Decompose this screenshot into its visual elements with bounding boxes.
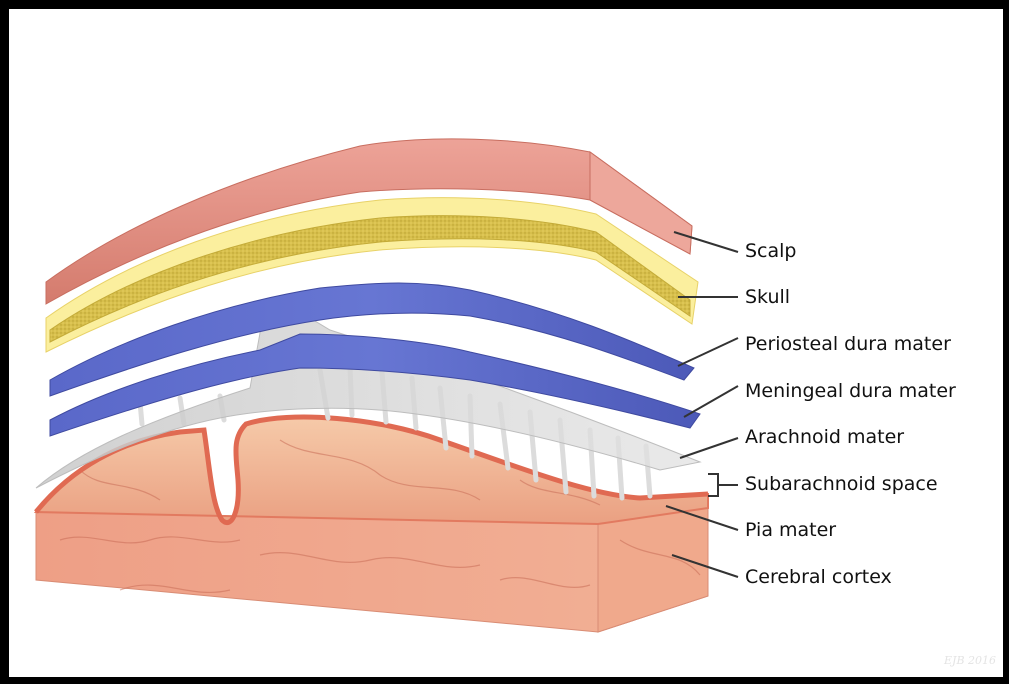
artist-signature: EJB 2016	[944, 654, 996, 667]
leader-periosteal	[678, 338, 738, 366]
label-arachnoid-mater: Arachnoid mater	[745, 428, 904, 447]
label-subarachnoid-space: Subarachnoid space	[745, 475, 938, 494]
label-meningeal-dura-mater: Meningeal dura mater	[745, 382, 956, 401]
subarachnoid-bracket	[708, 474, 718, 496]
label-skull: Skull	[745, 288, 790, 307]
label-cerebral-cortex: Cerebral cortex	[745, 568, 892, 587]
label-periosteal-dura-mater: Periosteal dura mater	[745, 335, 951, 354]
label-scalp: Scalp	[745, 242, 797, 261]
leader-arachnoid	[680, 438, 738, 458]
leader-meningeal	[684, 386, 738, 417]
label-pia-mater: Pia mater	[745, 521, 836, 540]
